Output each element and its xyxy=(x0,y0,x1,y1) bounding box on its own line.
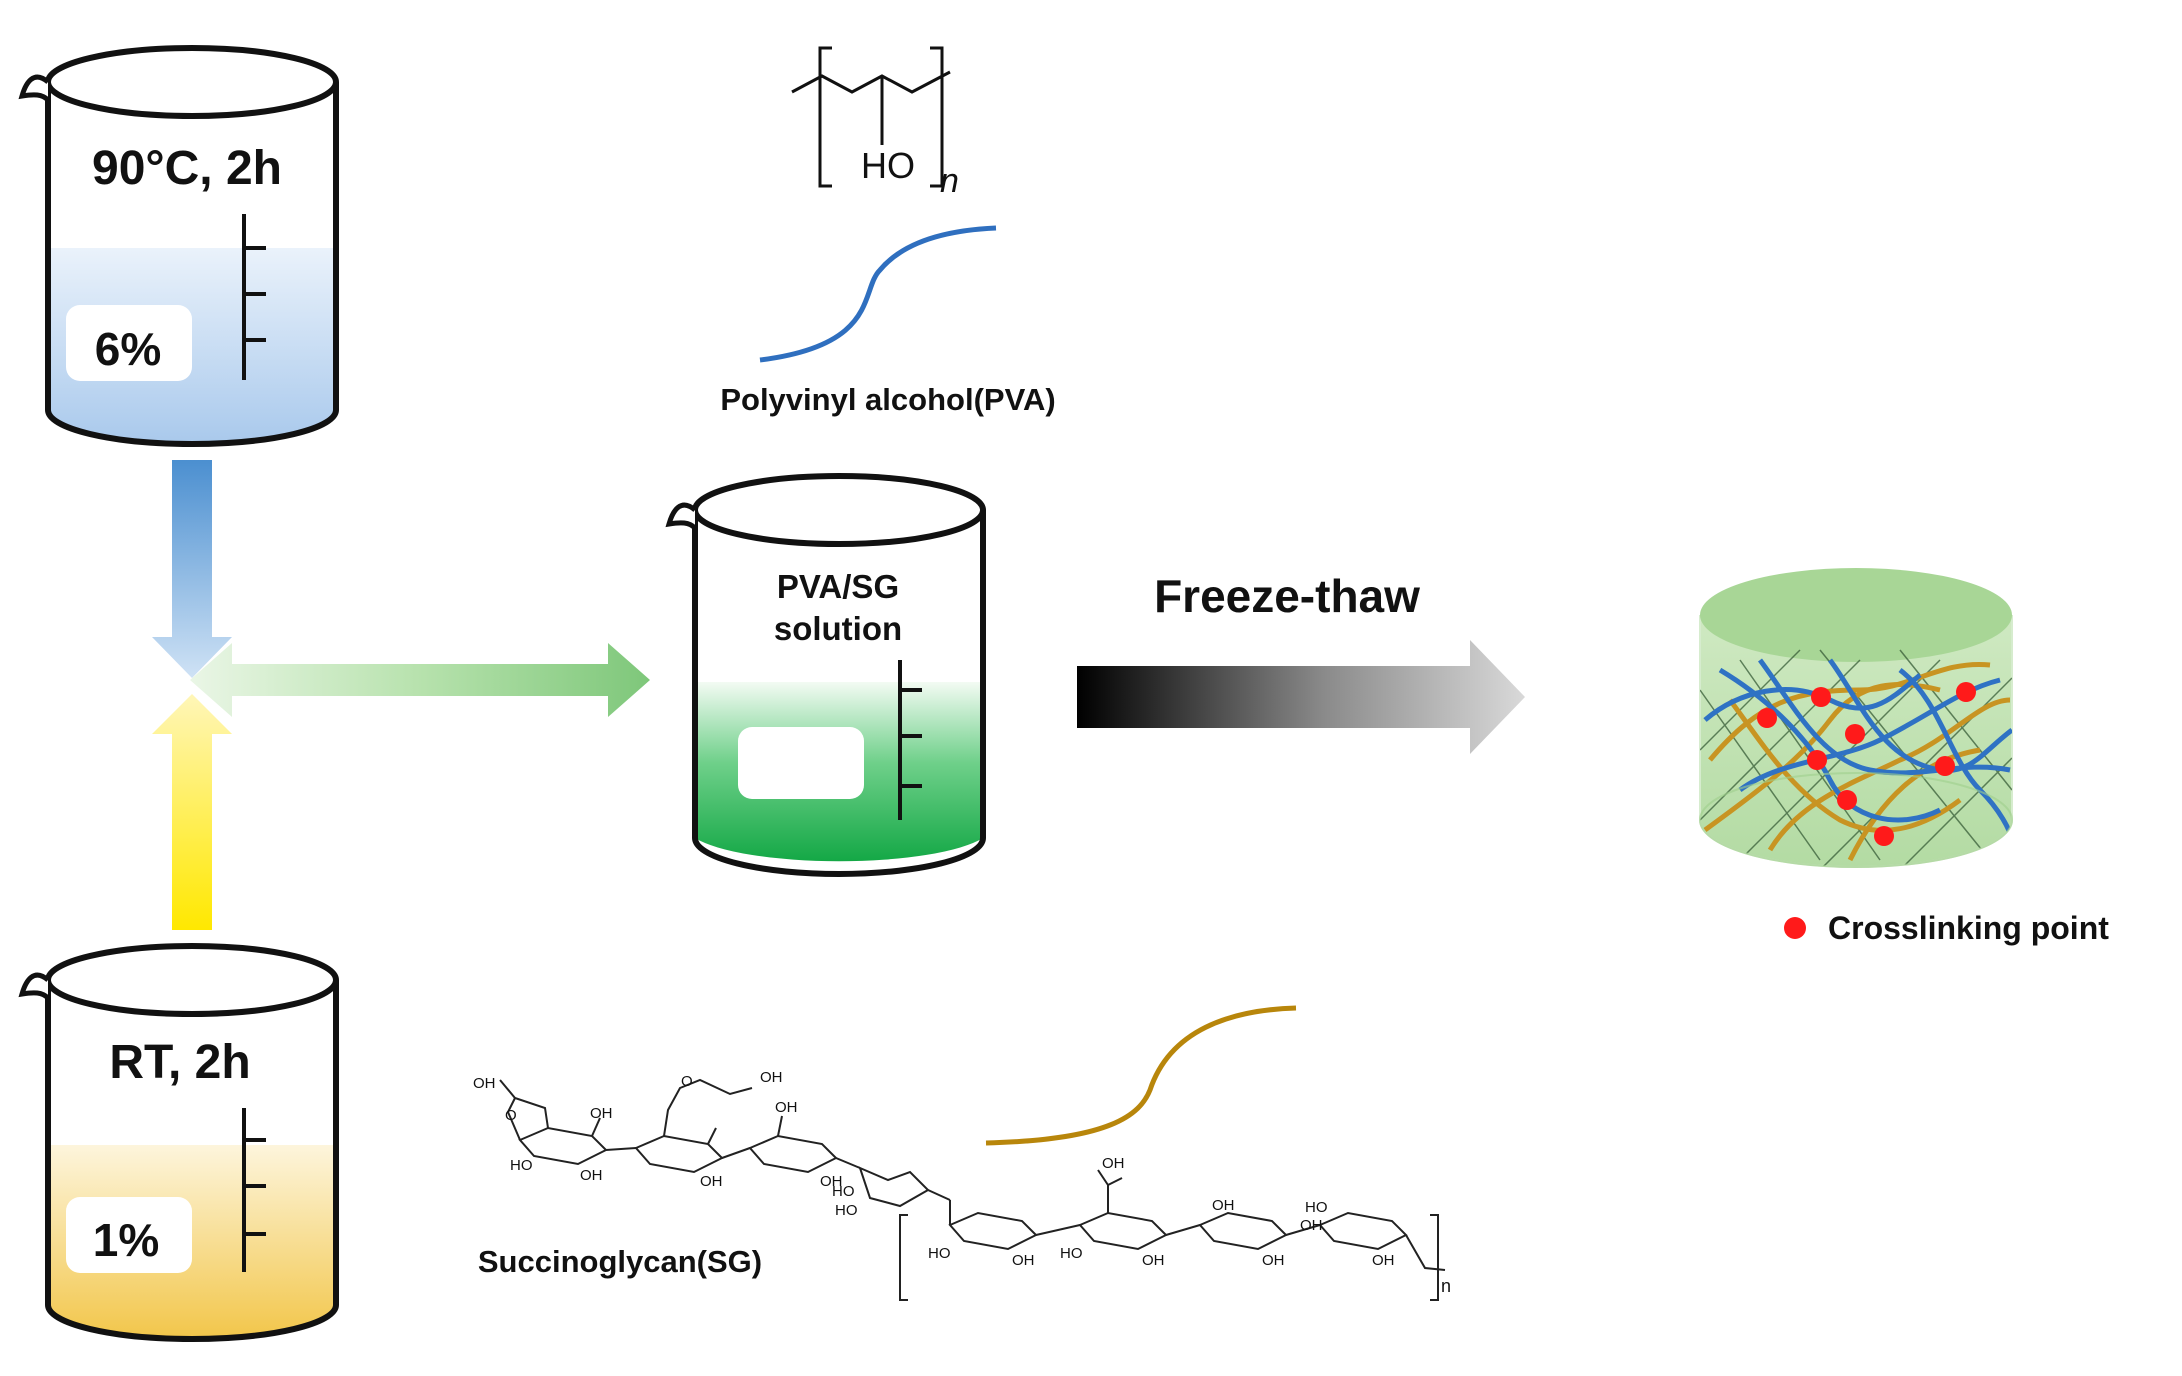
svg-text:HO: HO xyxy=(835,1202,858,1219)
crosslink-legend-label: Crosslinking point xyxy=(1828,910,2109,946)
pva-scale xyxy=(242,214,266,380)
sg-scale xyxy=(242,1108,266,1272)
svg-text:O: O xyxy=(505,1107,517,1124)
mix-beaker xyxy=(665,473,986,877)
mix-label-box xyxy=(738,727,864,799)
pva-ho-label: HO xyxy=(861,145,915,186)
svg-text:OH: OH xyxy=(700,1173,723,1190)
svg-text:OH: OH xyxy=(1372,1252,1395,1269)
svg-text:OH: OH xyxy=(1142,1252,1165,1269)
svg-text:HO: HO xyxy=(1060,1245,1083,1262)
svg-text:OH: OH xyxy=(590,1105,613,1122)
freeze-thaw-label: Freeze-thaw xyxy=(1154,570,1420,622)
svg-text:OH: OH xyxy=(1300,1217,1323,1234)
svg-text:OH: OH xyxy=(775,1099,798,1116)
sg-atom-labels: OH O O OH HO OH OH OH OH OH HO HO OH HO … xyxy=(473,1069,1395,1269)
svg-text:HO: HO xyxy=(510,1157,533,1174)
freeze-thaw-arrow xyxy=(1077,640,1525,754)
sg-name-label: Succinoglycan(SG) xyxy=(478,1244,762,1279)
hydrogel-network xyxy=(1700,649,2012,867)
sg-condition-label: RT, 2h xyxy=(109,1036,250,1089)
svg-text:OH: OH xyxy=(1102,1155,1125,1172)
svg-text:HO: HO xyxy=(1305,1199,1328,1216)
hydrogel-disc xyxy=(1699,568,2013,868)
sg-chain-icon xyxy=(985,1005,1297,1146)
pva-chain-icon xyxy=(759,225,997,363)
mix-label-line2: solution xyxy=(774,610,902,647)
svg-text:O: O xyxy=(681,1073,693,1090)
sg-beaker xyxy=(18,943,339,1342)
svg-text:OH: OH xyxy=(820,1173,843,1190)
sg-structure xyxy=(499,1078,1446,1301)
pva-concentration-box xyxy=(66,305,192,381)
svg-text:OH: OH xyxy=(580,1167,603,1184)
svg-text:HO: HO xyxy=(832,1183,855,1200)
pva-beaker xyxy=(18,45,339,447)
svg-text:OH: OH xyxy=(1212,1197,1235,1214)
mix-scale xyxy=(898,660,922,820)
svg-text:OH: OH xyxy=(760,1069,783,1086)
sg-n-label: n xyxy=(1441,1276,1451,1296)
svg-text:OH: OH xyxy=(473,1075,496,1092)
pva-name-label: Polyvinyl alcohol(PVA) xyxy=(720,382,1055,417)
crosslink-points xyxy=(1757,682,1976,846)
pva-structure xyxy=(791,46,951,188)
pva-n-label: n xyxy=(940,162,959,200)
svg-text:HO: HO xyxy=(928,1245,951,1262)
mix-label-line1: PVA/SG xyxy=(777,568,899,605)
yellow-arrow xyxy=(152,694,232,930)
green-double-arrow xyxy=(190,643,650,717)
crosslink-legend-dot xyxy=(1784,917,1806,939)
svg-text:OH: OH xyxy=(1262,1252,1285,1269)
sg-concentration-box xyxy=(66,1197,192,1273)
svg-text:OH: OH xyxy=(1012,1252,1035,1269)
pva-concentration-label: 6% xyxy=(95,323,161,375)
sg-concentration-label: 1% xyxy=(93,1214,159,1266)
pva-condition-label: 90°C, 2h xyxy=(92,142,282,195)
blue-arrow xyxy=(152,460,232,678)
